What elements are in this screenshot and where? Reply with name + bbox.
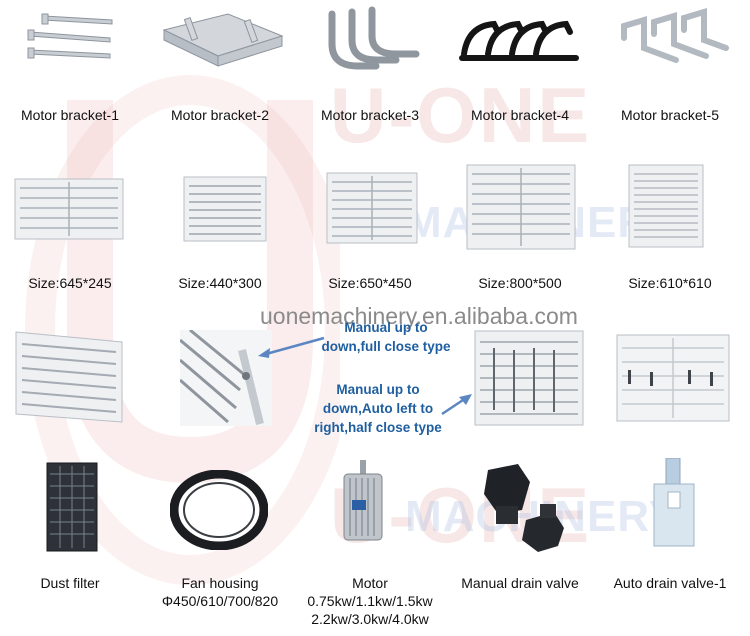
- caption-motor-bracket-4: Motor bracket-4: [470, 107, 570, 123]
- shutter-motorized-image: [616, 334, 730, 422]
- fan-housing-image: [170, 470, 268, 550]
- caption-motor-line-1: Motor: [352, 575, 388, 591]
- caption-auto-drain-valve-line-1: Auto drain valve-1: [613, 575, 727, 591]
- shutter-800x500-image: [466, 164, 576, 250]
- manual-drain-valve-image: [484, 464, 564, 552]
- caption-motor-bracket-2: Motor bracket-2: [170, 107, 270, 123]
- shutter-angled-image: [15, 331, 123, 423]
- note-full-close-type: Manual up to down,full close type: [306, 318, 466, 356]
- site-url: uonemachinery.en.alibaba.com: [260, 303, 578, 329]
- auto-drain-valve-image: [653, 458, 695, 547]
- caption-motor-bracket-1: Motor bracket-1: [20, 107, 120, 123]
- note-full-close-line-1: Manual up to: [344, 320, 428, 335]
- shutter-440x300-image: [183, 176, 267, 242]
- caption-size-610x610: Size:610*610: [628, 275, 712, 291]
- shutter-650x450-image: [326, 172, 418, 244]
- bracket-black-icon: [459, 20, 579, 61]
- note-half-close-type: Manual up to down,Auto left to right,hal…: [298, 380, 458, 437]
- caption-auto-drain-valve: Auto drain valve-1: [595, 574, 745, 592]
- caption-size-650x450: Size:650*450: [328, 275, 412, 291]
- note-full-close-line-2: down,full close type: [321, 339, 451, 354]
- caption-dust-filter-line-1: Dust filter: [40, 575, 100, 591]
- note-half-close-line-3: right,half close type: [314, 420, 442, 435]
- dust-filter-image: [46, 462, 98, 552]
- caption-fan-housing-line-2: Φ450/610/700/820: [161, 593, 279, 609]
- bracket-plate-icon: [162, 13, 284, 67]
- shutter-half-close-image: [474, 330, 584, 426]
- shutter-610x610-image: [628, 164, 704, 248]
- caption-size-800x500: Size:800*500: [478, 275, 562, 291]
- caption-manual-drain-valve-line-1: Manual drain valve: [461, 575, 579, 591]
- bracket-curved-icon: [328, 6, 420, 70]
- caption-motor-line-3: 2.2kw/3.0kw/4.0kw: [311, 611, 429, 627]
- shutter-closeup-image: [180, 330, 272, 426]
- bracket-leg-icon: [621, 8, 729, 63]
- caption-motor-bracket-3: Motor bracket-3: [320, 107, 420, 123]
- arrow-to-closeup-icon: [258, 336, 325, 358]
- caption-motor-bracket-5: Motor bracket-5: [620, 107, 720, 123]
- caption-manual-drain-valve: Manual drain valve: [445, 574, 595, 592]
- caption-motor-line-2: 0.75kw/1.1kw/1.5kw: [307, 593, 433, 609]
- note-half-close-line-2: down,Auto left to: [322, 401, 434, 416]
- caption-size-645x245: Size:645*245: [28, 275, 112, 291]
- caption-fan-housing-line-1: Fan housing: [181, 575, 259, 591]
- caption-fan-housing: Fan housing Φ450/610/700/820: [145, 574, 295, 610]
- caption-dust-filter: Dust filter: [0, 574, 145, 592]
- caption-size-440x300: Size:440*300: [178, 275, 262, 291]
- watermark-brand-top: U-ONE: [330, 71, 592, 159]
- motor-image: [343, 460, 383, 541]
- shutter-645x245-image: [14, 178, 124, 240]
- bracket-flat-icon: [27, 13, 113, 59]
- caption-motor: Motor 0.75kw/1.1kw/1.5kw 2.2kw/3.0kw/4.0…: [295, 574, 445, 628]
- arrow-to-half-close-icon: [441, 394, 472, 416]
- note-half-close-line-1: Manual up to: [336, 382, 420, 397]
